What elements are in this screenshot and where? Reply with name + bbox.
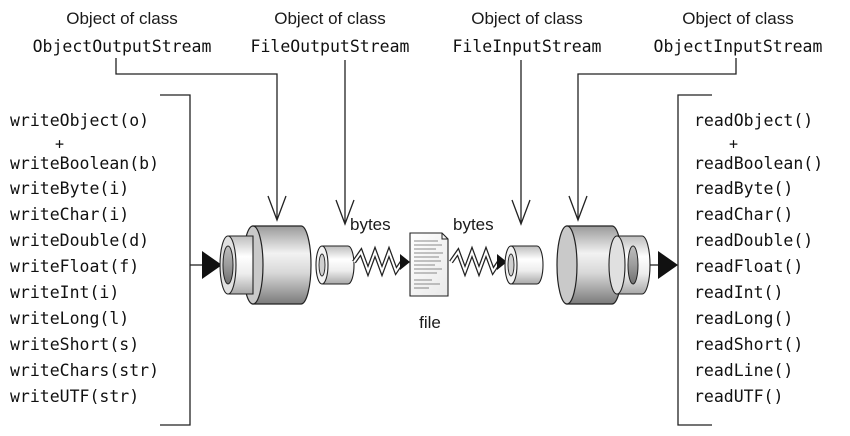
write-method: writeLong(l)	[10, 309, 129, 328]
header-object-input-stream: Object of class ObjectInputStream	[654, 9, 823, 56]
header-class-name: ObjectOutputStream	[33, 37, 212, 56]
write-methods-bracket	[160, 94, 191, 426]
leader-lines	[115, 58, 737, 226]
file-label: file	[419, 313, 441, 332]
write-method: writeInt(i)	[10, 283, 119, 302]
plus-sign: +	[55, 135, 64, 153]
read-method: readShort()	[694, 335, 803, 354]
read-method: readByte()	[694, 179, 793, 198]
header-class-name: FileOutputStream	[251, 37, 410, 56]
input-arrow	[190, 251, 222, 279]
object-input-stream-cylinder	[556, 225, 651, 305]
header-caption: Object of class	[274, 9, 386, 28]
arrowhead	[568, 195, 588, 222]
leader-line-object-output	[115, 58, 278, 218]
read-method: readInt()	[694, 283, 783, 302]
read-method: readBoolean()	[694, 154, 823, 173]
read-methods-list: readObject() + readBoolean() readByte() …	[694, 111, 823, 406]
arrowhead	[511, 199, 531, 226]
write-method: writeDouble(d)	[10, 231, 149, 250]
read-method: readFloat()	[694, 257, 803, 276]
write-method: writeShort(s)	[10, 335, 139, 354]
bytes-label-right: bytes	[453, 215, 494, 234]
write-method-write-object: writeObject(o)	[10, 111, 149, 130]
read-method-read-object: readObject()	[694, 111, 813, 130]
read-method: readLong()	[694, 309, 793, 328]
plus-sign: +	[729, 135, 738, 153]
header-caption: Object of class	[66, 9, 178, 28]
write-method: writeChars(str)	[10, 361, 159, 380]
bytes-stream-left	[352, 245, 410, 278]
write-method: writeChar(i)	[10, 205, 129, 224]
write-methods-list: writeObject(o) + writeBoolean(b) writeBy…	[10, 111, 159, 406]
read-method: readChar()	[694, 205, 793, 224]
read-method: readDouble()	[694, 231, 813, 250]
header-file-output-stream: Object of class FileOutputStream	[251, 9, 410, 56]
read-methods-bracket	[677, 94, 712, 426]
bytes-label-left: bytes	[350, 215, 391, 234]
header-file-input-stream: Object of class FileInputStream	[452, 9, 601, 56]
output-arrow	[650, 251, 678, 279]
header-caption: Object of class	[471, 9, 583, 28]
file-icon	[409, 232, 449, 297]
write-method: writeByte(i)	[10, 179, 129, 198]
header-class-name: ObjectInputStream	[654, 37, 823, 56]
write-method: writeUTF(str)	[10, 387, 139, 406]
header-class-name: FileInputStream	[452, 37, 601, 56]
object-output-stream-cylinder	[219, 225, 312, 305]
bytes-stream-right	[449, 245, 507, 278]
file-input-stream-cylinder	[504, 245, 544, 285]
write-method: writeBoolean(b)	[10, 154, 159, 173]
arrowhead	[267, 195, 287, 222]
write-method: writeFloat(f)	[10, 257, 139, 276]
file-output-stream-cylinder	[315, 245, 355, 285]
header-caption: Object of class	[682, 9, 794, 28]
read-method: readLine()	[694, 361, 793, 380]
arrowhead	[335, 199, 355, 226]
leader-line-object-input	[577, 58, 737, 218]
header-object-output-stream: Object of class ObjectOutputStream	[33, 9, 212, 56]
read-method: readUTF()	[694, 387, 783, 406]
